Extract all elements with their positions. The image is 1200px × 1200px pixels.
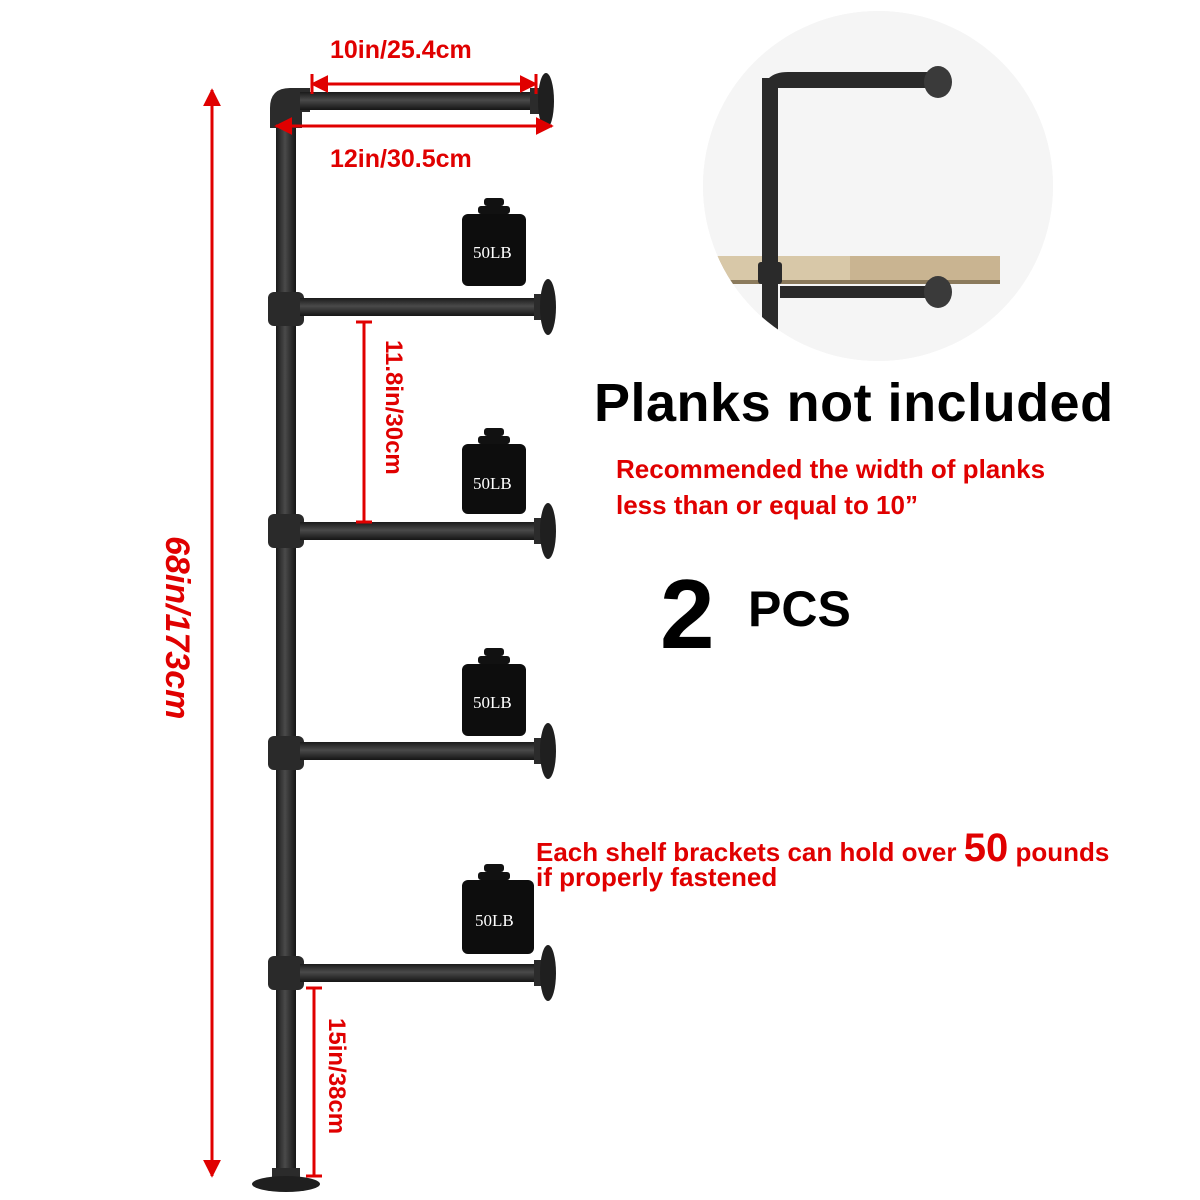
shelf-arm-1 [268, 279, 556, 335]
capacity-note-line1: Each shelf brackets can hold over 50 pou… [536, 826, 1109, 871]
weight-label: 50LB [473, 693, 512, 712]
weight-label: 50LB [473, 474, 512, 493]
planks-not-included-heading: Planks not included [594, 373, 1114, 433]
weight-4: 50LB [462, 864, 534, 954]
weight-2: 50LB [462, 428, 526, 514]
top-depth-dimension: 12in/30.5cm [330, 145, 472, 173]
quantity-number: 2 [660, 559, 715, 669]
capacity-prefix: Each shelf brackets can hold over [536, 837, 964, 867]
capacity-note-line2: if properly fastened [536, 862, 778, 892]
shelf-spacing-dimension: 11.8in/30cm [380, 340, 407, 475]
shelf-arm-2 [268, 503, 556, 559]
inset-photo [703, 11, 1053, 361]
weight-3: 50LB [462, 648, 526, 736]
floor-flange [252, 1168, 320, 1192]
bottom-leg-dimension: 15in/38cm [323, 1018, 350, 1135]
top-arm-dimension: 10in/25.4cm [330, 36, 472, 64]
shelf-arm-3 [268, 723, 556, 779]
total-height-dimension: 68in/173cm [158, 536, 196, 720]
dimension-lines [203, 74, 554, 1178]
weight-label: 50LB [473, 243, 512, 262]
weight-label: 50LB [475, 911, 514, 930]
shelf-arm-4 [268, 945, 556, 1001]
quantity-unit: PCS [748, 581, 851, 637]
vertical-pipe [276, 100, 296, 1180]
capacity-suffix: pounds [1008, 837, 1110, 867]
capacity-number: 50 [963, 826, 1009, 870]
plank-width-note-line1: Recommended the width of planks [616, 454, 1046, 484]
plank-width-note-line2: less than or equal to 10” [616, 490, 918, 520]
weight-1: 50LB [462, 198, 526, 286]
